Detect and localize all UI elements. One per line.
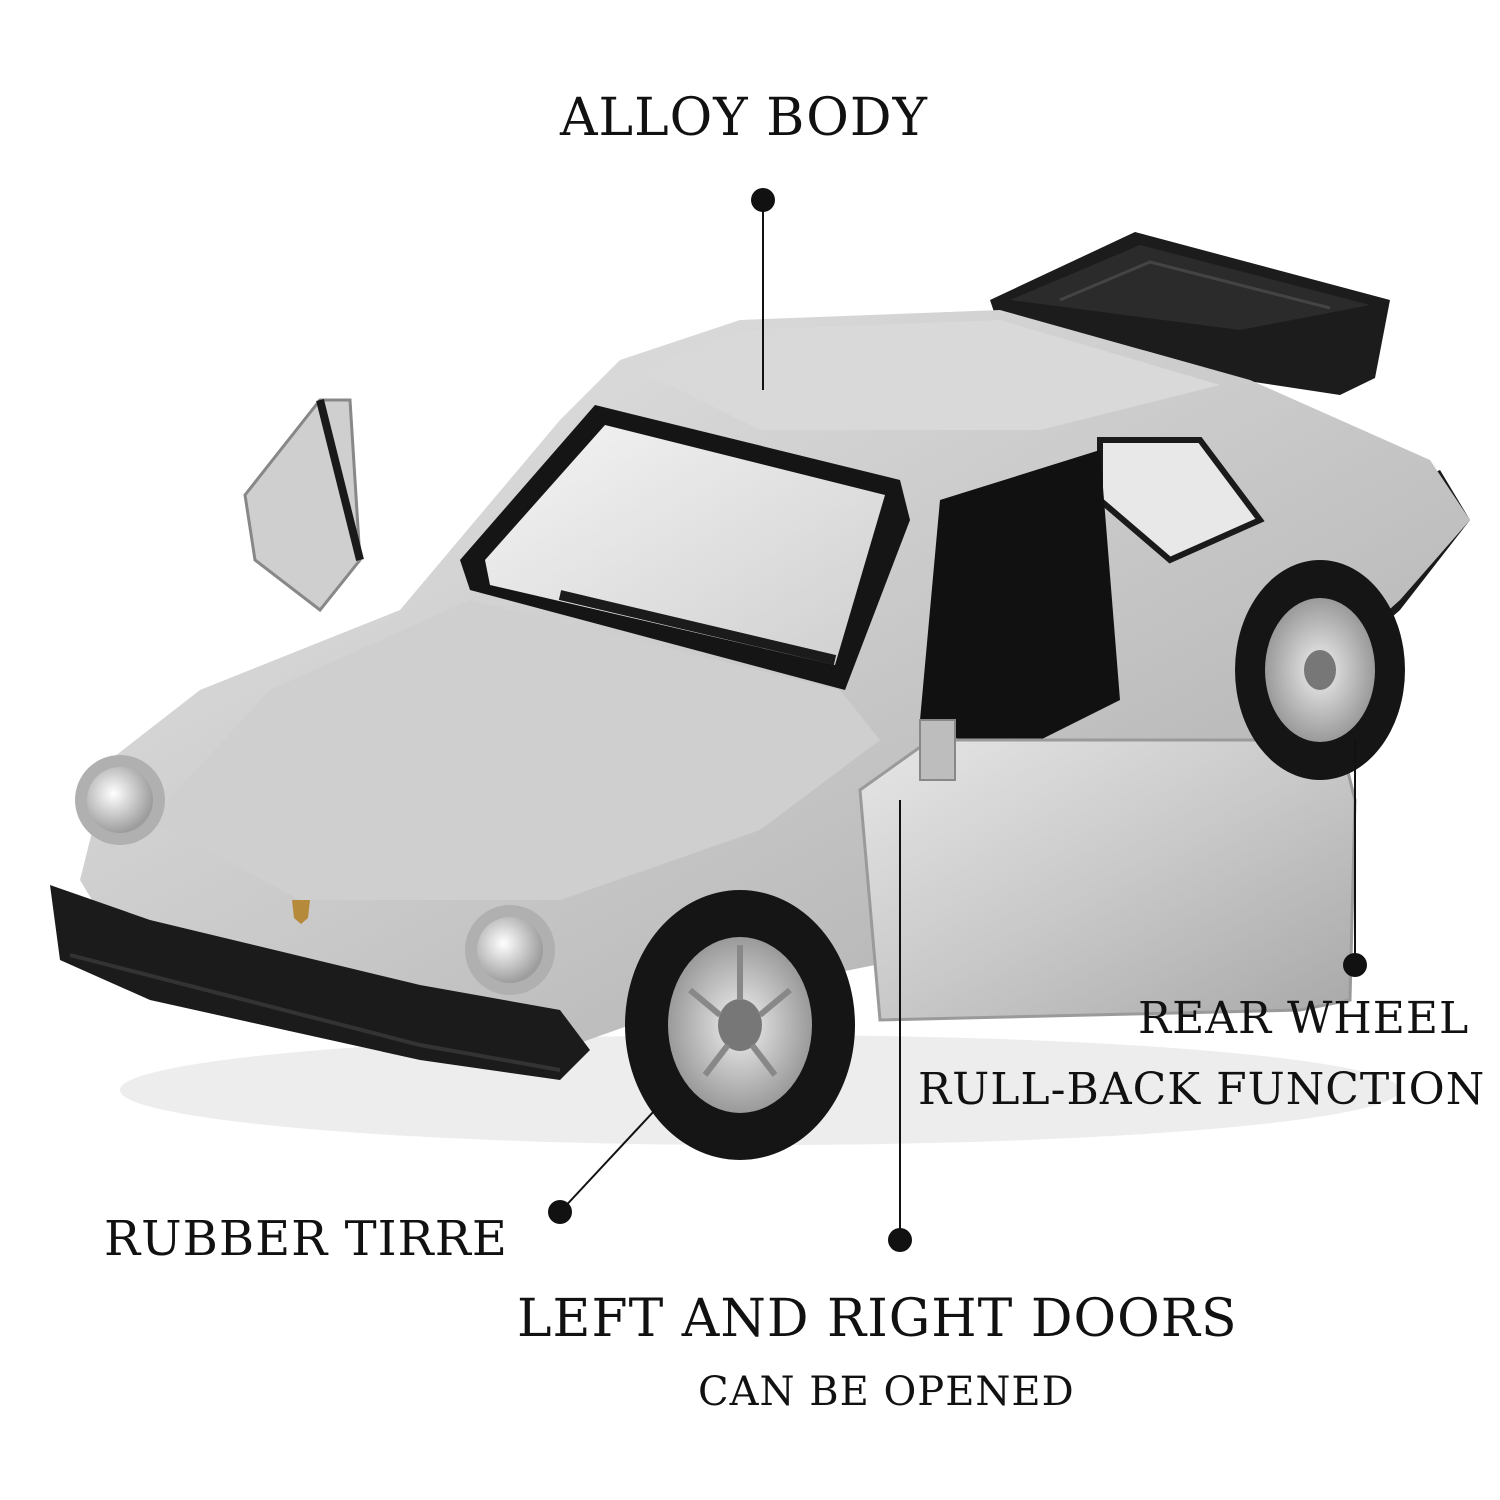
headlight-right (465, 905, 555, 995)
rear-wheel-dot (1343, 953, 1367, 977)
doors-dot (888, 1228, 912, 1252)
right-door (858, 738, 1357, 1022)
rear-spoiler (990, 232, 1390, 395)
rear-wheel-label-line1: REAR WHEEL (1138, 993, 1470, 1044)
alloy-body-label: ALLOY BODY (560, 88, 928, 148)
callout-leaders (559, 200, 1356, 1240)
headlight-left (75, 755, 165, 845)
interior (920, 450, 1120, 760)
roof-panel (640, 320, 1220, 430)
rubber-tire-label: RUBBER TIRRE (104, 1211, 508, 1267)
front-bumper (50, 885, 590, 1080)
hood-badge (292, 900, 310, 924)
rear-wheel (1235, 560, 1405, 780)
rear-wheel-label-line2: RULL-BACK FUNCTION (918, 1064, 1486, 1115)
rubber-tire-dot (548, 1200, 572, 1224)
alloy-body-dot (751, 188, 775, 212)
front-wheel (625, 890, 855, 1160)
windscreen (460, 405, 910, 690)
doors-label-line1: LEFT AND RIGHT DOORS (517, 1289, 1238, 1349)
doors-label-line2: CAN BE OPENED (698, 1369, 1075, 1415)
hood (150, 600, 880, 900)
